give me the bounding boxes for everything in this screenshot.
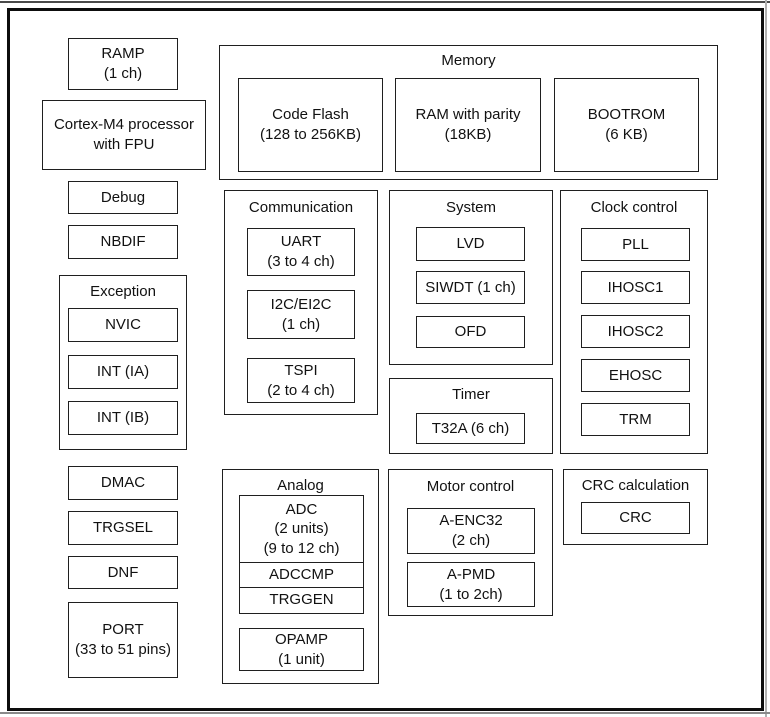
page-edge-right: [765, 0, 767, 717]
block-code-flash: Code Flash (128 to 256KB): [238, 78, 383, 172]
group-crc-calculation-title: CRC calculation: [581, 477, 690, 494]
block-dnf: DNF: [68, 556, 178, 589]
block-uart: UART (3 to 4 ch): [247, 228, 355, 276]
block-ofd: OFD: [416, 316, 525, 348]
block-t32a: T32A (6 ch): [416, 413, 525, 444]
block-crc: CRC: [581, 502, 690, 534]
block-trm: TRM: [581, 403, 690, 436]
block-a-pmd: A-PMD (1 to 2ch): [407, 562, 535, 607]
block-adc-stack: ADC (2 units) (9 to 12 ch) ADCCMP TRGGEN: [239, 495, 364, 614]
block-ihosc1: IHOSC1: [581, 271, 690, 304]
group-analog-title: Analog: [277, 477, 324, 494]
block-ihosc2: IHOSC2: [581, 315, 690, 348]
block-nvic: NVIC: [68, 308, 178, 342]
block-trgsel: TRGSEL: [68, 511, 178, 545]
block-opamp: OPAMP (1 unit): [239, 628, 364, 671]
block-i2c-ei2c: I2C/EI2C (1 ch): [247, 290, 355, 339]
block-pll: PLL: [581, 228, 690, 261]
group-motor-control-title: Motor control: [426, 478, 515, 495]
group-communication-title: Communication: [248, 199, 354, 216]
block-siwdt: SIWDT (1 ch): [416, 271, 525, 304]
block-adc: ADC (2 units) (9 to 12 ch): [263, 500, 340, 557]
page-edge-top: [0, 1, 770, 3]
block-ramp: RAMP (1 ch): [68, 38, 178, 90]
block-ram-with-parity: RAM with parity (18KB): [395, 78, 541, 172]
group-timer-title: Timer: [452, 386, 490, 403]
block-cortex-m4: Cortex-M4 processor with FPU: [42, 100, 206, 170]
block-ehosc: EHOSC: [581, 359, 690, 392]
block-bootrom: BOOTROM (6 KB): [554, 78, 699, 172]
block-int-ib: INT (IB): [68, 401, 178, 435]
group-memory-title: Memory: [441, 52, 496, 69]
page-edge-bottom: [0, 712, 770, 714]
block-int-ia: INT (IA): [68, 355, 178, 389]
block-tspi: TSPI (2 to 4 ch): [247, 358, 355, 403]
block-adccmp: ADCCMP: [240, 562, 363, 587]
group-system-title: System: [445, 199, 496, 216]
block-port: PORT (33 to 51 pins): [68, 602, 178, 678]
block-debug: Debug: [68, 181, 178, 214]
block-a-enc32: A-ENC32 (2 ch): [407, 508, 535, 554]
block-dmac: DMAC: [68, 466, 178, 500]
block-lvd: LVD: [416, 227, 525, 261]
group-clock-control-title: Clock control: [590, 199, 678, 216]
group-exception-title: Exception: [90, 283, 156, 300]
block-trggen: TRGGEN: [240, 587, 363, 612]
block-nbdif: NBDIF: [68, 225, 178, 259]
